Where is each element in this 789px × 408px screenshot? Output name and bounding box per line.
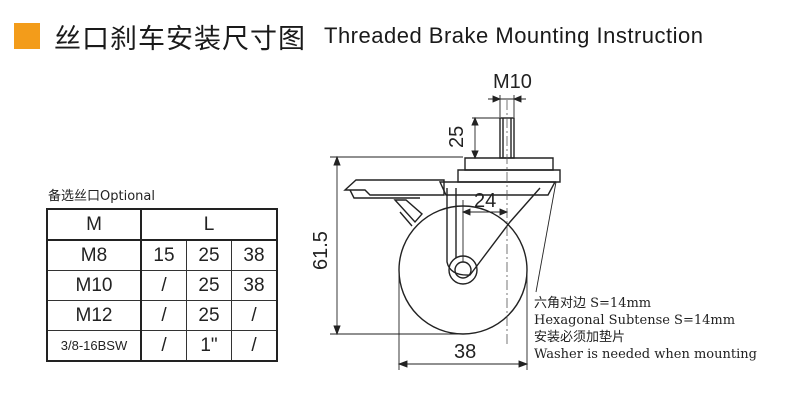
title-bar: 丝口刹车安装尺寸图 Threaded Brake Mounting Instru… xyxy=(14,16,703,56)
row-thread: M12 xyxy=(46,300,142,331)
dim-width-label: 38 xyxy=(454,341,476,363)
dim-stem-length-label: 25 xyxy=(446,126,468,148)
row-value: 1" xyxy=(186,330,232,362)
swivel-base xyxy=(438,181,557,196)
row-thread: M8 xyxy=(46,239,142,271)
note-washer-en: Washer is needed when mounting xyxy=(534,347,757,362)
row-thread: 3/8-16BSW xyxy=(46,330,142,362)
table-row: 3/8-16BSW / 1" / xyxy=(46,330,278,362)
top-plate xyxy=(464,157,554,171)
row-value: / xyxy=(140,300,187,331)
title-chinese: 丝口刹车安装尺寸图 xyxy=(54,23,306,55)
row-value: / xyxy=(140,330,187,362)
header-l: L xyxy=(140,208,278,241)
note-hex-en: Hexagonal Subtense S=14mm xyxy=(534,313,736,328)
swivel-ring xyxy=(457,169,561,183)
note-hex-cn: 六角对边 S=14mm xyxy=(534,296,652,311)
row-value: / xyxy=(231,330,278,362)
row-value: 25 xyxy=(186,300,232,331)
row-value: 15 xyxy=(140,239,187,271)
dim-height-label: 61.5 xyxy=(310,231,332,270)
row-value: / xyxy=(231,300,278,331)
brake-pedal xyxy=(343,179,445,196)
optional-threads-label: 备选丝口Optional xyxy=(48,189,155,204)
title-accent-square xyxy=(14,23,40,49)
row-value: 25 xyxy=(186,270,232,301)
brake-lever xyxy=(393,199,423,224)
row-value: 25 xyxy=(186,239,232,271)
fork-outline xyxy=(446,187,541,276)
dim-offset-label: 24 xyxy=(474,190,496,212)
table-row: M8 15 25 38 xyxy=(46,239,278,271)
mounting-notes: 六角对边 S=14mm Hexagonal Subtense S=14mm 安装… xyxy=(534,295,757,363)
title-english: Threaded Brake Mounting Instruction xyxy=(324,23,704,48)
table-row: M12 / 25 / xyxy=(46,300,278,331)
note-washer-cn: 安装必须加垫片 xyxy=(534,330,626,345)
thread-spec-table: M L M8 15 25 38 M10 / 25 38 M12 / 25 / 3… xyxy=(46,208,278,362)
row-value: 38 xyxy=(231,239,278,271)
dim-thread-label: M10 xyxy=(493,71,532,93)
header-m: M xyxy=(46,208,142,241)
table-header-row: M L xyxy=(46,208,278,241)
table-row: M10 / 25 38 xyxy=(46,270,278,301)
